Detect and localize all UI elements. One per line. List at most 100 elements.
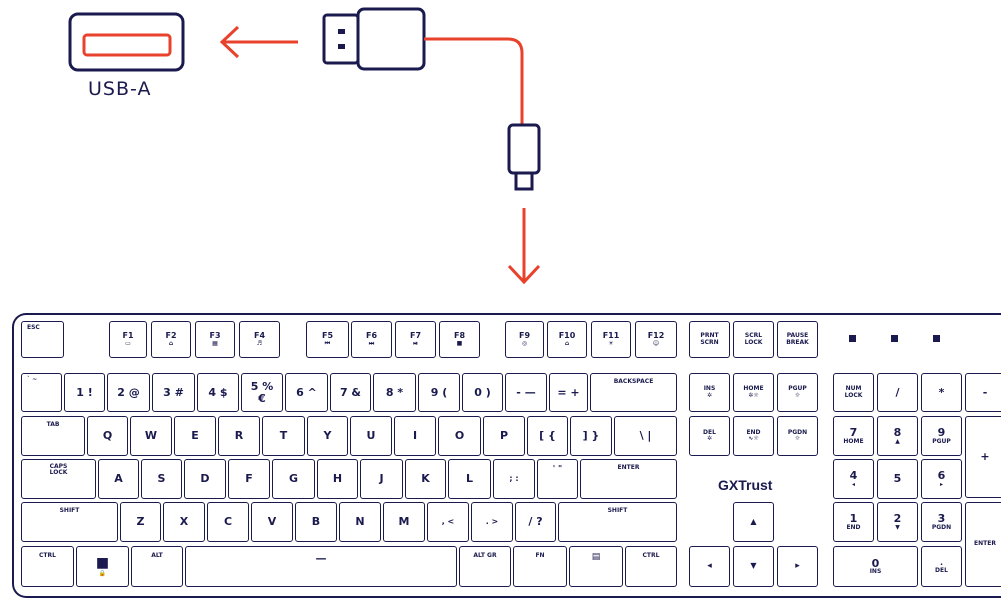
key-o[interactable]: O [438, 416, 481, 456]
key-m[interactable]: M [383, 502, 425, 542]
key-menu[interactable]: ▤ [569, 546, 623, 587]
key-v[interactable]: V [251, 502, 293, 542]
key-f6[interactable]: F6⏭ [351, 321, 392, 358]
key-e[interactable]: E [174, 416, 216, 456]
key-fn[interactable]: FN [513, 546, 567, 587]
key-numpad-6[interactable]: 6▸ [921, 459, 962, 499]
key-a[interactable]: A [98, 459, 139, 499]
key-left-bracket[interactable]: [ { [527, 416, 568, 456]
key-z[interactable]: Z [120, 502, 161, 542]
key-7[interactable]: 7 & [330, 373, 371, 412]
key-alt-gr[interactable]: ALT GR [459, 546, 511, 587]
key-esc[interactable]: ESC [21, 321, 64, 358]
key-pause-break[interactable]: PAUSE BREAK [777, 321, 818, 358]
key-print-screen[interactable]: PRNT SCRN [689, 321, 730, 358]
key-page-down[interactable]: PGDN☼ [777, 416, 818, 456]
key-numpad-slash[interactable]: / [877, 373, 918, 412]
key-numpad-2[interactable]: 2▼ [877, 502, 918, 542]
key-4[interactable]: 4 $ [197, 373, 239, 412]
key-slash[interactable]: / ? [515, 502, 556, 542]
key-arrow-down[interactable]: ▼ [733, 546, 774, 587]
key-d[interactable]: D [184, 459, 226, 499]
key-caps-lock[interactable]: CAPS LOCK [21, 459, 96, 499]
key-windows[interactable]: ■🔒 [76, 546, 129, 587]
key-equal[interactable]: = + [549, 373, 588, 412]
key-f2[interactable]: F2⌂ [151, 321, 191, 358]
key-tab[interactable]: TAB [21, 416, 85, 456]
key-numpad-enter[interactable]: ENTER [965, 502, 1001, 587]
key-backslash[interactable]: \ | [614, 416, 677, 456]
key-f[interactable]: F [228, 459, 270, 499]
key-5[interactable]: 5 %€ [241, 373, 283, 412]
key-arrow-left[interactable]: ◂ [689, 546, 730, 587]
key-enter[interactable]: ENTER [580, 459, 677, 499]
key-6[interactable]: 6 ^ [285, 373, 328, 412]
key-f7[interactable]: F7⏯ [395, 321, 436, 358]
key-insert[interactable]: INS✲ [689, 373, 730, 412]
key-page-up[interactable]: PGUP☼ [777, 373, 818, 412]
key-f10[interactable]: F10⌂ [547, 321, 587, 358]
key-w[interactable]: W [130, 416, 172, 456]
key-quote[interactable]: ' " [537, 459, 578, 499]
key-f9[interactable]: F9◎ [505, 321, 544, 358]
key-period[interactable]: . > [471, 502, 513, 542]
key-numpad-5[interactable]: 5 [877, 459, 918, 499]
key-c[interactable]: C [207, 502, 249, 542]
key-r[interactable]: R [218, 416, 260, 456]
key-right-bracket[interactable]: ] } [570, 416, 612, 456]
key-numpad-minus[interactable]: - [965, 373, 1001, 412]
key-3[interactable]: 3 # [152, 373, 195, 412]
key-numpad-8[interactable]: 8▲ [877, 416, 918, 456]
key-num-lock[interactable]: NUM LOCK [833, 373, 874, 412]
key-0[interactable]: 0 ) [462, 373, 503, 412]
key-k[interactable]: K [405, 459, 446, 499]
key-left-alt[interactable]: ALT [131, 546, 183, 587]
key-t[interactable]: T [262, 416, 305, 456]
key-numpad-star[interactable]: * [921, 373, 962, 412]
key-y[interactable]: Y [307, 416, 348, 456]
key-arrow-right[interactable]: ▸ [777, 546, 818, 587]
key-f12[interactable]: F12☺ [635, 321, 677, 358]
key-f11[interactable]: F11☀ [591, 321, 631, 358]
key-f4[interactable]: F4♬ [239, 321, 280, 358]
key-p[interactable]: P [483, 416, 525, 456]
key-s[interactable]: S [141, 459, 182, 499]
key-right-shift[interactable]: SHIFT [558, 502, 677, 542]
key-comma[interactable]: , < [427, 502, 469, 542]
key-b[interactable]: B [295, 502, 337, 542]
key-j[interactable]: J [360, 459, 403, 499]
key-x[interactable]: X [163, 502, 205, 542]
key-2[interactable]: 2 @ [107, 373, 150, 412]
key-minus[interactable]: - — [505, 373, 547, 412]
key-q[interactable]: Q [87, 416, 128, 456]
key-f5[interactable]: F5⏮ [306, 321, 349, 358]
key-semicolon[interactable]: ; : [493, 459, 535, 499]
key-numpad-4[interactable]: 4◂ [833, 459, 874, 499]
key-backspace[interactable]: BACKSPACE [590, 373, 677, 412]
key-9[interactable]: 9 ( [418, 373, 460, 412]
key-n[interactable]: N [339, 502, 381, 542]
key-f1[interactable]: F1▭ [109, 321, 147, 358]
key-l[interactable]: L [448, 459, 491, 499]
key-scroll-lock[interactable]: SCRL LOCK [733, 321, 774, 358]
key-8[interactable]: 8 * [373, 373, 416, 412]
key-tilde[interactable]: ` ~ [21, 373, 62, 412]
key-h[interactable]: H [317, 459, 358, 499]
key-left-shift[interactable]: SHIFT [21, 502, 118, 542]
key-g[interactable]: G [272, 459, 315, 499]
key-home[interactable]: HOME✲☼ [733, 373, 774, 412]
key-f3[interactable]: F3▦ [195, 321, 235, 358]
key-u[interactable]: U [350, 416, 392, 456]
key-right-ctrl[interactable]: CTRL [625, 546, 677, 587]
key-end[interactable]: END∿☼ [733, 416, 774, 456]
key-space[interactable]: — [185, 546, 457, 587]
key-delete[interactable]: DEL✲ [689, 416, 730, 456]
key-i[interactable]: I [394, 416, 436, 456]
key-f8[interactable]: F8■ [439, 321, 480, 358]
key-numpad-plus[interactable]: + [965, 416, 1001, 498]
